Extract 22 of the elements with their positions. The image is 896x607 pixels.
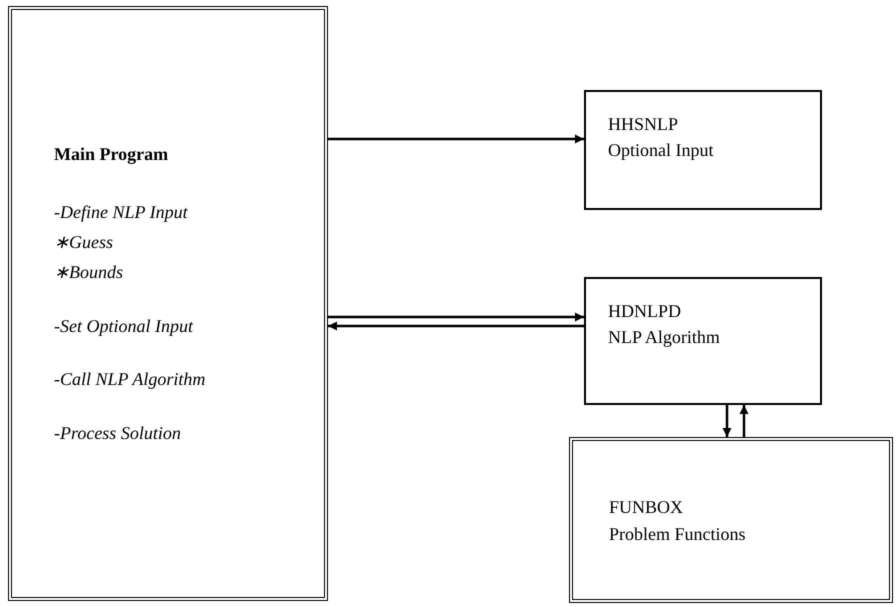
arrow <box>328 134 584 144</box>
box-heading: Main Program <box>54 144 168 166</box>
box-text: Problem Functions <box>609 524 746 546</box>
process-box <box>584 277 822 405</box>
arrow <box>740 405 748 437</box>
arrow <box>328 322 584 330</box>
box-text: NLP Algorithm <box>608 327 720 349</box>
box-text: HHSNLP <box>608 114 678 136</box>
process-box <box>584 90 822 210</box>
box-text: ∗Guess <box>54 232 113 254</box>
box-text: -Call NLP Algorithm <box>54 369 206 391</box>
box-text: Optional Input <box>608 140 714 162</box>
box-text: -Define NLP Input <box>54 202 188 224</box>
process-box <box>8 6 328 601</box>
box-text: ∗Bounds <box>54 262 123 284</box>
process-box <box>569 437 893 603</box>
box-text: HDNLPD <box>608 301 682 323</box>
box-text: -Process Solution <box>54 423 181 445</box>
arrow <box>328 312 584 322</box>
box-text: FUNBOX <box>609 497 684 519</box>
box-text: -Set Optional Input <box>54 316 193 338</box>
arrow <box>722 405 732 437</box>
